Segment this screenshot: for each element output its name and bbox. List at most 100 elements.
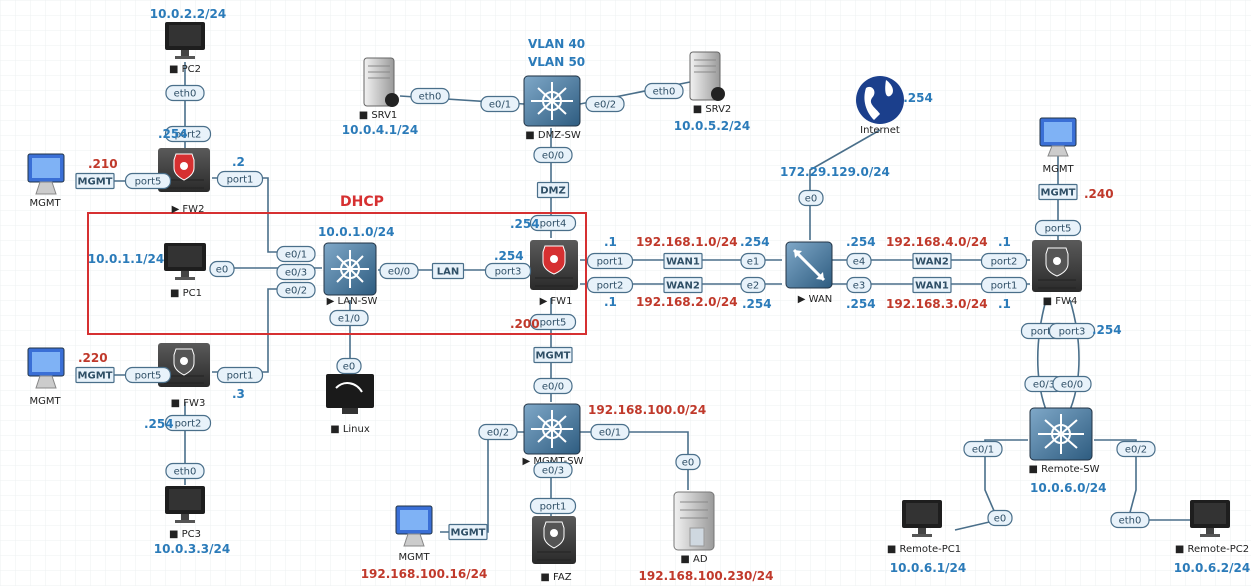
fw1-node[interactable]: ▶ FW1: [530, 240, 578, 307]
pc2-node[interactable]: ■ PC2 10.0.2.2/24: [150, 7, 227, 75]
port-text: e0/0: [1061, 380, 1083, 391]
switch-icon: [1029, 407, 1093, 461]
internet-ip: .254: [903, 91, 933, 105]
port-label-linux-e0: e0: [336, 357, 362, 375]
monitor-icon: [164, 243, 206, 280]
port-label-msw-e03: e0/3: [533, 461, 573, 479]
port-label-rsw-e00: e0/0: [1052, 375, 1092, 393]
port-text: MGMT: [78, 177, 113, 188]
lansw-node[interactable]: ▶ LAN-SW: [323, 242, 378, 307]
port-label-lan-e00: e0/0: [379, 262, 419, 280]
port-label-fw4-port5: port5: [1034, 219, 1082, 237]
port-text: DMZ: [540, 186, 566, 197]
port-text: e0/0: [388, 267, 410, 278]
port-label-wan-e1: e1: [740, 252, 766, 270]
ad-node[interactable]: ■ AD 192.168.100.230/24: [639, 491, 774, 583]
port-text: port1: [227, 371, 254, 382]
rpc1-node[interactable]: ■ Remote-PC1 10.0.6.1/24: [887, 500, 966, 575]
wan-node[interactable]: ▶ WAN: [785, 241, 833, 305]
pc3-ip: 10.0.3.3/24: [154, 542, 231, 556]
fw3-label: ■ FW3: [171, 398, 206, 409]
fw4-label: ■ FW4: [1043, 296, 1078, 307]
port-label-dmz-e00: e0/0: [533, 146, 573, 164]
net4-dot1: .1: [998, 235, 1011, 249]
port-label-rpc1-e0: e0: [987, 509, 1013, 527]
port-text: MGMT: [78, 371, 113, 382]
remotesw-node[interactable]: ■ Remote-SW: [1028, 407, 1100, 475]
mgmtsw-node[interactable]: ▶ MGMT-SW: [523, 403, 584, 467]
lansw-label: ▶ LAN-SW: [327, 296, 378, 307]
net3: 192.168.3.0/24: [886, 297, 988, 311]
linux-node[interactable]: ■ Linux: [326, 374, 374, 435]
rpc2-node[interactable]: ■ Remote-PC2 10.0.6.2/24: [1174, 500, 1251, 575]
pc1-node[interactable]: ■ PC1 10.0.1.1/24: [88, 243, 206, 299]
fw1-254-lan: .254: [494, 249, 524, 263]
remotesw-label: ■ Remote-SW: [1028, 464, 1099, 475]
rpc1-ip: 10.0.6.1/24: [890, 561, 967, 575]
net3-254: .254: [846, 297, 876, 311]
internet-node[interactable]: Internet .254: [856, 76, 933, 136]
port-label-srv1-eth0: eth0: [410, 87, 450, 105]
srv2-label: ■ SRV2: [693, 104, 732, 115]
port-label-wan-e2: e2: [740, 276, 766, 294]
vlan40: VLAN 40: [528, 37, 585, 51]
mgmt-fw3-node[interactable]: MGMT: [27, 347, 65, 407]
remote-net: 10.0.6.0/24: [1030, 481, 1107, 495]
pc3-node[interactable]: ■ PC3 10.0.3.3/24: [154, 486, 231, 556]
net3-dot1: .1: [998, 297, 1011, 311]
port-text: eth0: [174, 89, 197, 100]
port-text: e0/3: [542, 466, 564, 477]
mgmt-sw-label: MGMT: [398, 552, 430, 563]
port-text: e0/1: [489, 100, 511, 111]
rpc2-label: ■ Remote-PC2: [1175, 544, 1249, 555]
port-text: WAN2: [915, 257, 949, 268]
router-icon: [785, 241, 833, 289]
port-label-dmz-e01: e0/1: [480, 95, 520, 113]
port-label-srv2-eth0: eth0: [644, 82, 684, 100]
fw4-node[interactable]: ■ FW4: [1032, 240, 1082, 307]
port-text: port5: [135, 177, 162, 188]
rpc1-label: ■ Remote-PC1: [887, 544, 961, 555]
port-text: e3: [853, 281, 866, 292]
fw1-200: .200: [510, 317, 540, 331]
mgmt-sw-node[interactable]: MGMT 192.168.100.16/24: [361, 505, 488, 581]
fw1-label: ▶ FW1: [540, 296, 573, 307]
port-label-wan2-b: WAN2: [912, 252, 952, 270]
faz-node[interactable]: ■ FAZ: [532, 516, 576, 583]
port-text: eth0: [1119, 516, 1142, 527]
srv1-ip: 10.0.4.1/24: [342, 123, 419, 137]
port-text: MGMT: [1041, 188, 1076, 199]
ad-ip: 192.168.100.230/24: [639, 569, 774, 583]
srv1-node[interactable]: ■ SRV1 10.0.4.1/24: [342, 57, 419, 137]
port-label-lan-e02: e0/2: [276, 281, 316, 299]
port-text: port5: [135, 371, 162, 382]
mgmt-fw2-node[interactable]: MGMT: [27, 153, 65, 209]
net2: 192.168.2.0/24: [636, 295, 738, 309]
port-text: e1/0: [338, 314, 360, 325]
port-text: e0/1: [972, 445, 994, 456]
port-label-fw1-port3: port3: [484, 262, 532, 280]
port-text: MGMT: [536, 351, 571, 362]
port-text: e0/3: [285, 268, 307, 279]
port-label-pc3-eth0: eth0: [165, 462, 205, 480]
port-text: e4: [853, 257, 866, 268]
vlan50: VLAN 50: [528, 55, 585, 69]
port-text: e0: [805, 194, 818, 205]
port-text: e0/1: [285, 250, 307, 261]
dmzsw-node[interactable]: ■ DMZ-SW: [523, 75, 581, 141]
port-label-wan1-b: WAN1: [912, 276, 952, 294]
mgmt-sw-ip: 192.168.100.16/24: [361, 567, 488, 581]
monitor-icon: [902, 500, 942, 537]
mgmt-fw2-label: MGMT: [29, 198, 61, 209]
srv2-node[interactable]: ■ SRV2 10.0.5.2/24: [674, 51, 751, 133]
dhcp-highlight-box: [87, 212, 587, 335]
port-text: port5: [540, 318, 567, 329]
port-text: MGMT: [451, 528, 486, 539]
mgmt-fw4-node[interactable]: MGMT: [1039, 117, 1077, 175]
port-text: e0/3: [1033, 380, 1055, 391]
port-label-wan2-a: WAN2: [663, 276, 703, 294]
net4-254: .254: [846, 235, 876, 249]
